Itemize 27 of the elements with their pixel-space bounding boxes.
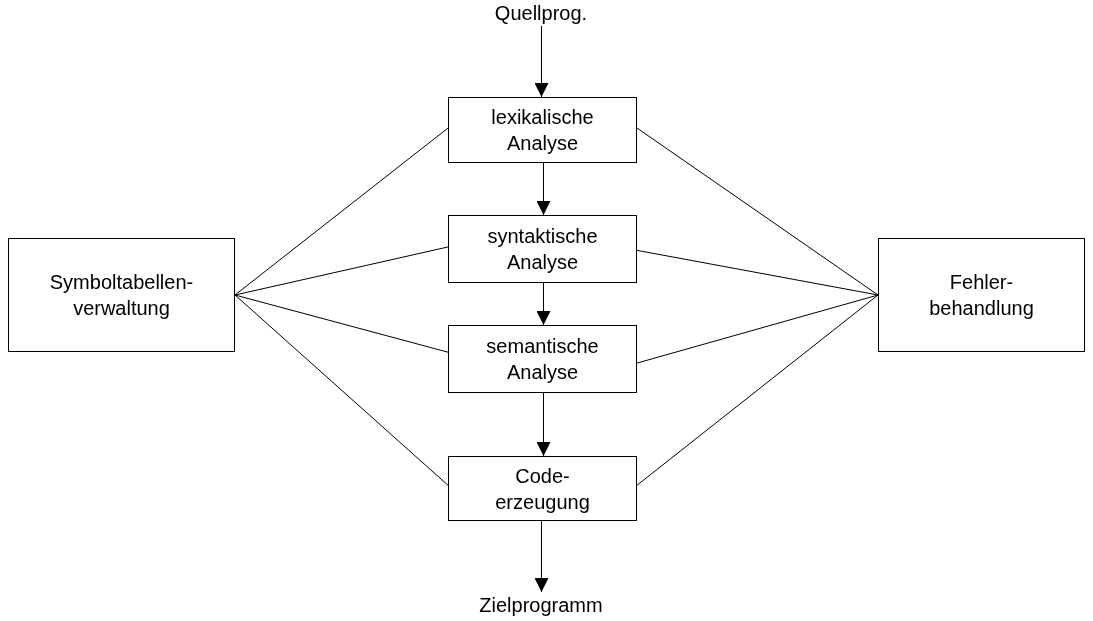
connector-line xyxy=(636,294,879,364)
box-label: lexikalische Analyse xyxy=(490,105,595,156)
process-box xyxy=(448,97,637,163)
process-box xyxy=(8,238,235,352)
arrow xyxy=(536,162,551,216)
connector-line xyxy=(234,246,449,296)
connector-line xyxy=(234,294,449,353)
box-label: Fehler- behandlung xyxy=(928,270,1035,321)
process-box xyxy=(448,325,637,393)
box-label: semantische Analyse xyxy=(485,334,600,385)
connector-line xyxy=(636,294,879,486)
connector-line xyxy=(636,249,879,296)
box-label: Code- erzeugung xyxy=(494,463,591,515)
flow-label: Quellprog. xyxy=(486,0,596,26)
connector-line xyxy=(234,127,449,296)
arrow xyxy=(536,392,551,457)
process-box xyxy=(878,238,1085,352)
box-label: syntaktische Analyse xyxy=(486,224,599,275)
box-label: Symboltabellen- verwaltung xyxy=(48,270,195,321)
arrow xyxy=(536,282,551,326)
connector-line xyxy=(636,127,879,296)
connector-line xyxy=(234,294,449,486)
process-box xyxy=(448,456,637,521)
arrow xyxy=(534,520,549,593)
arrow xyxy=(534,25,549,98)
process-box xyxy=(448,215,637,283)
flow-label: Zielprogramm xyxy=(476,592,606,618)
